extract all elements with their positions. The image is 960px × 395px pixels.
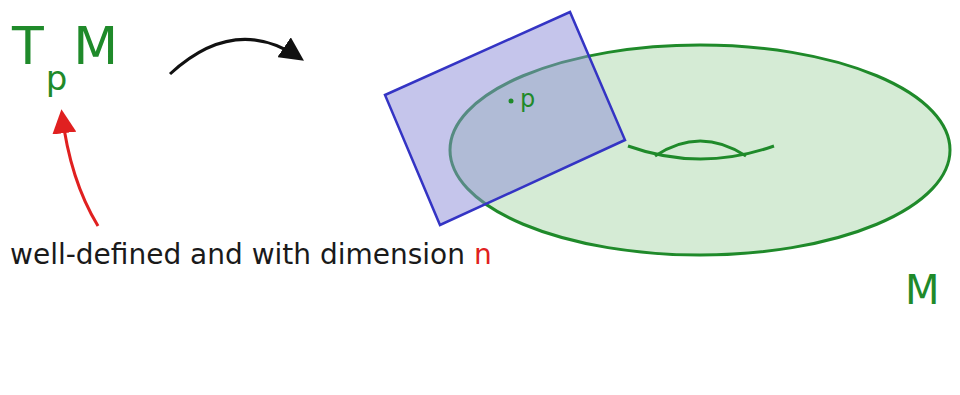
pointer-arrow — [62, 114, 98, 226]
manifold-symbol: M — [73, 18, 118, 75]
point-label: p — [520, 86, 535, 112]
note-text: well-defined and with dimension — [10, 240, 465, 271]
torus-hole-lower — [628, 146, 774, 159]
manifold-label: M — [905, 268, 940, 312]
point-dot — [509, 99, 514, 104]
tangent-plane — [385, 12, 625, 225]
dimension-symbol: n — [474, 240, 492, 271]
torus-hole-upper — [655, 141, 746, 156]
subscript-point: p — [46, 60, 68, 97]
mapping-arrow — [170, 39, 300, 74]
space-symbol: T — [12, 18, 44, 75]
